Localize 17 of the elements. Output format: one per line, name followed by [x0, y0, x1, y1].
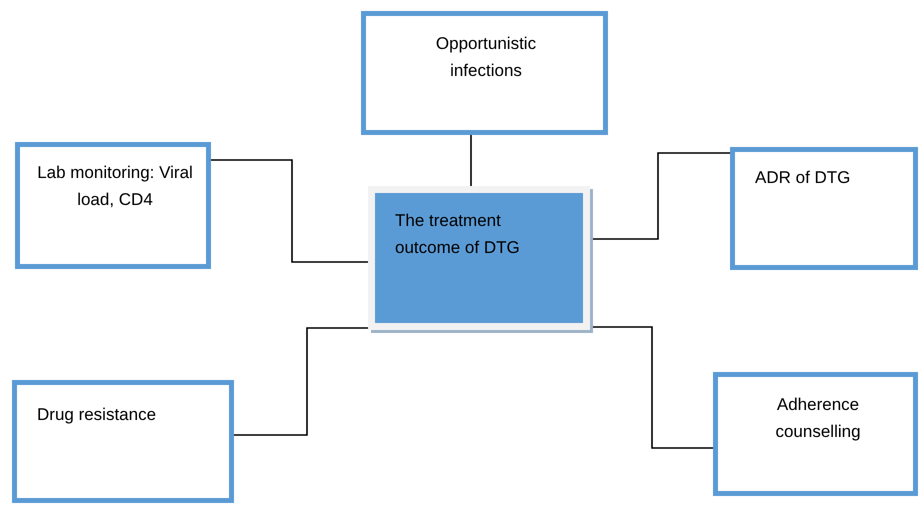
- box-label: The treatment outcome of DTG: [395, 210, 521, 259]
- connector-line: [234, 327, 368, 436]
- box-label: Adherence counselling: [774, 394, 862, 443]
- topic-box: [730, 147, 918, 270]
- connector-line: [211, 159, 368, 263]
- topic-box: [12, 380, 234, 503]
- connector-line: [470, 135, 472, 186]
- box-label: Opportunistic infections: [434, 33, 538, 82]
- topic-box: [713, 372, 918, 496]
- box-label: Lab monitoring: Viral load, CD4: [36, 162, 194, 211]
- connector-line: [593, 326, 713, 449]
- topic-box: [15, 142, 211, 269]
- box-label: ADR of DTG: [755, 167, 852, 189]
- connector-line: [593, 152, 730, 240]
- central-box: [368, 186, 590, 330]
- topic-box: [361, 11, 608, 135]
- box-label: Drug resistance: [37, 404, 158, 426]
